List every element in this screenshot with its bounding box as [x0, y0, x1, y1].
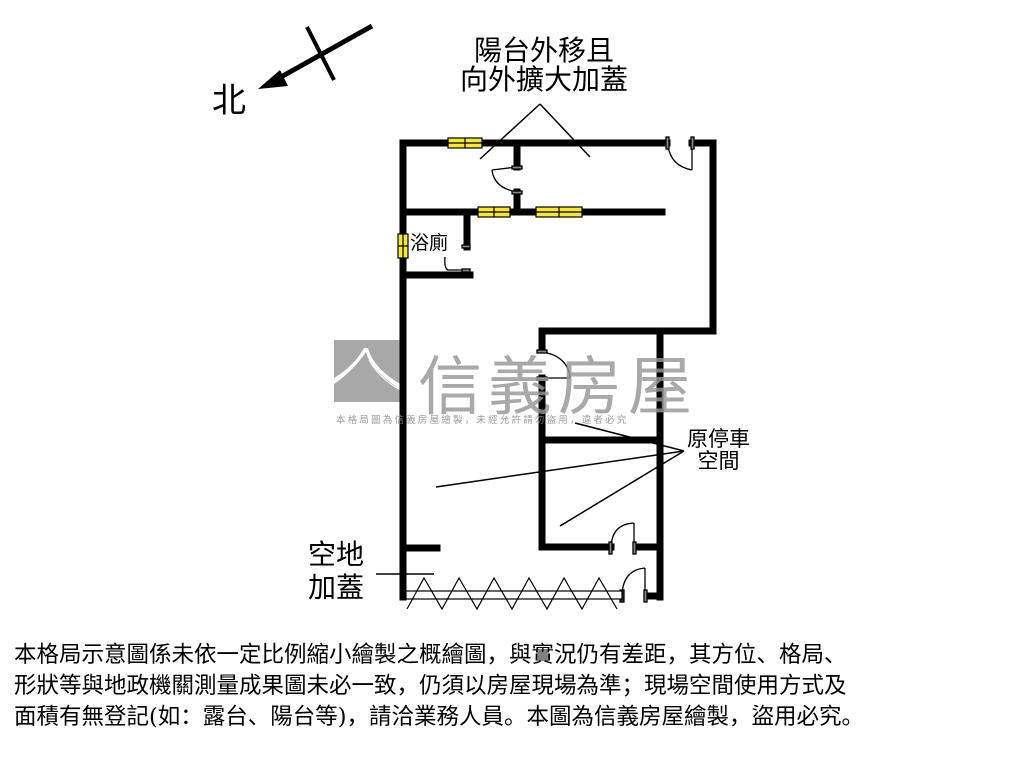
disclaimer-line: 本格局示意圖係未依一定比例縮小繪製之概繪圖，與實況仍有差距，其方位、格局、: [14, 642, 847, 668]
balcony-label-line1: 陽台外移且: [473, 34, 614, 67]
windows: [397, 137, 583, 259]
disclaimer-line: 形狀等與地政機關測量成果圖未必一致，仍須以房屋現場為準；現場空間使用方式及: [14, 673, 847, 699]
window-top: [447, 137, 483, 149]
door-parking-upper: [536, 349, 571, 381]
window-mid-2: [535, 206, 583, 218]
bathroom-label: 浴廁: [410, 232, 449, 254]
door-balcony: [491, 165, 523, 195]
original-parking-label: 原停車 空間: [687, 428, 750, 472]
disclaimer: 本格局示意圖係未依一定比例縮小繪製之概繪圖，與實況仍有差距，其方位、格局、 形狀…: [14, 640, 1014, 733]
door-top-right: [665, 136, 695, 171]
window-bathroom: [397, 233, 409, 259]
open-space-label-line2: 加蓋: [308, 571, 365, 605]
north-label: 北: [212, 81, 246, 121]
parking-label-line1: 原停車: [687, 427, 750, 451]
door-bathroom: [444, 244, 471, 273]
balcony-label-line2: 向外擴大加蓋: [459, 63, 628, 97]
door-entrance-bottom: [619, 567, 648, 603]
window-mid-1: [477, 206, 511, 218]
leader-lines: [376, 103, 685, 575]
disclaimer-line: 面積有無登記(如：露台、陽台等)，請洽業務人員。本圖為信義房屋繪製，盜用必究。: [14, 704, 865, 730]
door-parking-lower: [608, 522, 637, 555]
folding-gate: [405, 576, 623, 611]
open-space-label: 空地 加蓋: [308, 538, 364, 604]
doors: [444, 136, 695, 603]
open-space-label-line1: 空地: [308, 538, 365, 571]
north-arrow-icon: [258, 23, 374, 89]
parking-label-line2: 空間: [697, 449, 740, 474]
sinyi-logo-icon: [334, 340, 405, 402]
balcony-label: 陽台外移且 向外擴大加蓋: [444, 36, 644, 95]
